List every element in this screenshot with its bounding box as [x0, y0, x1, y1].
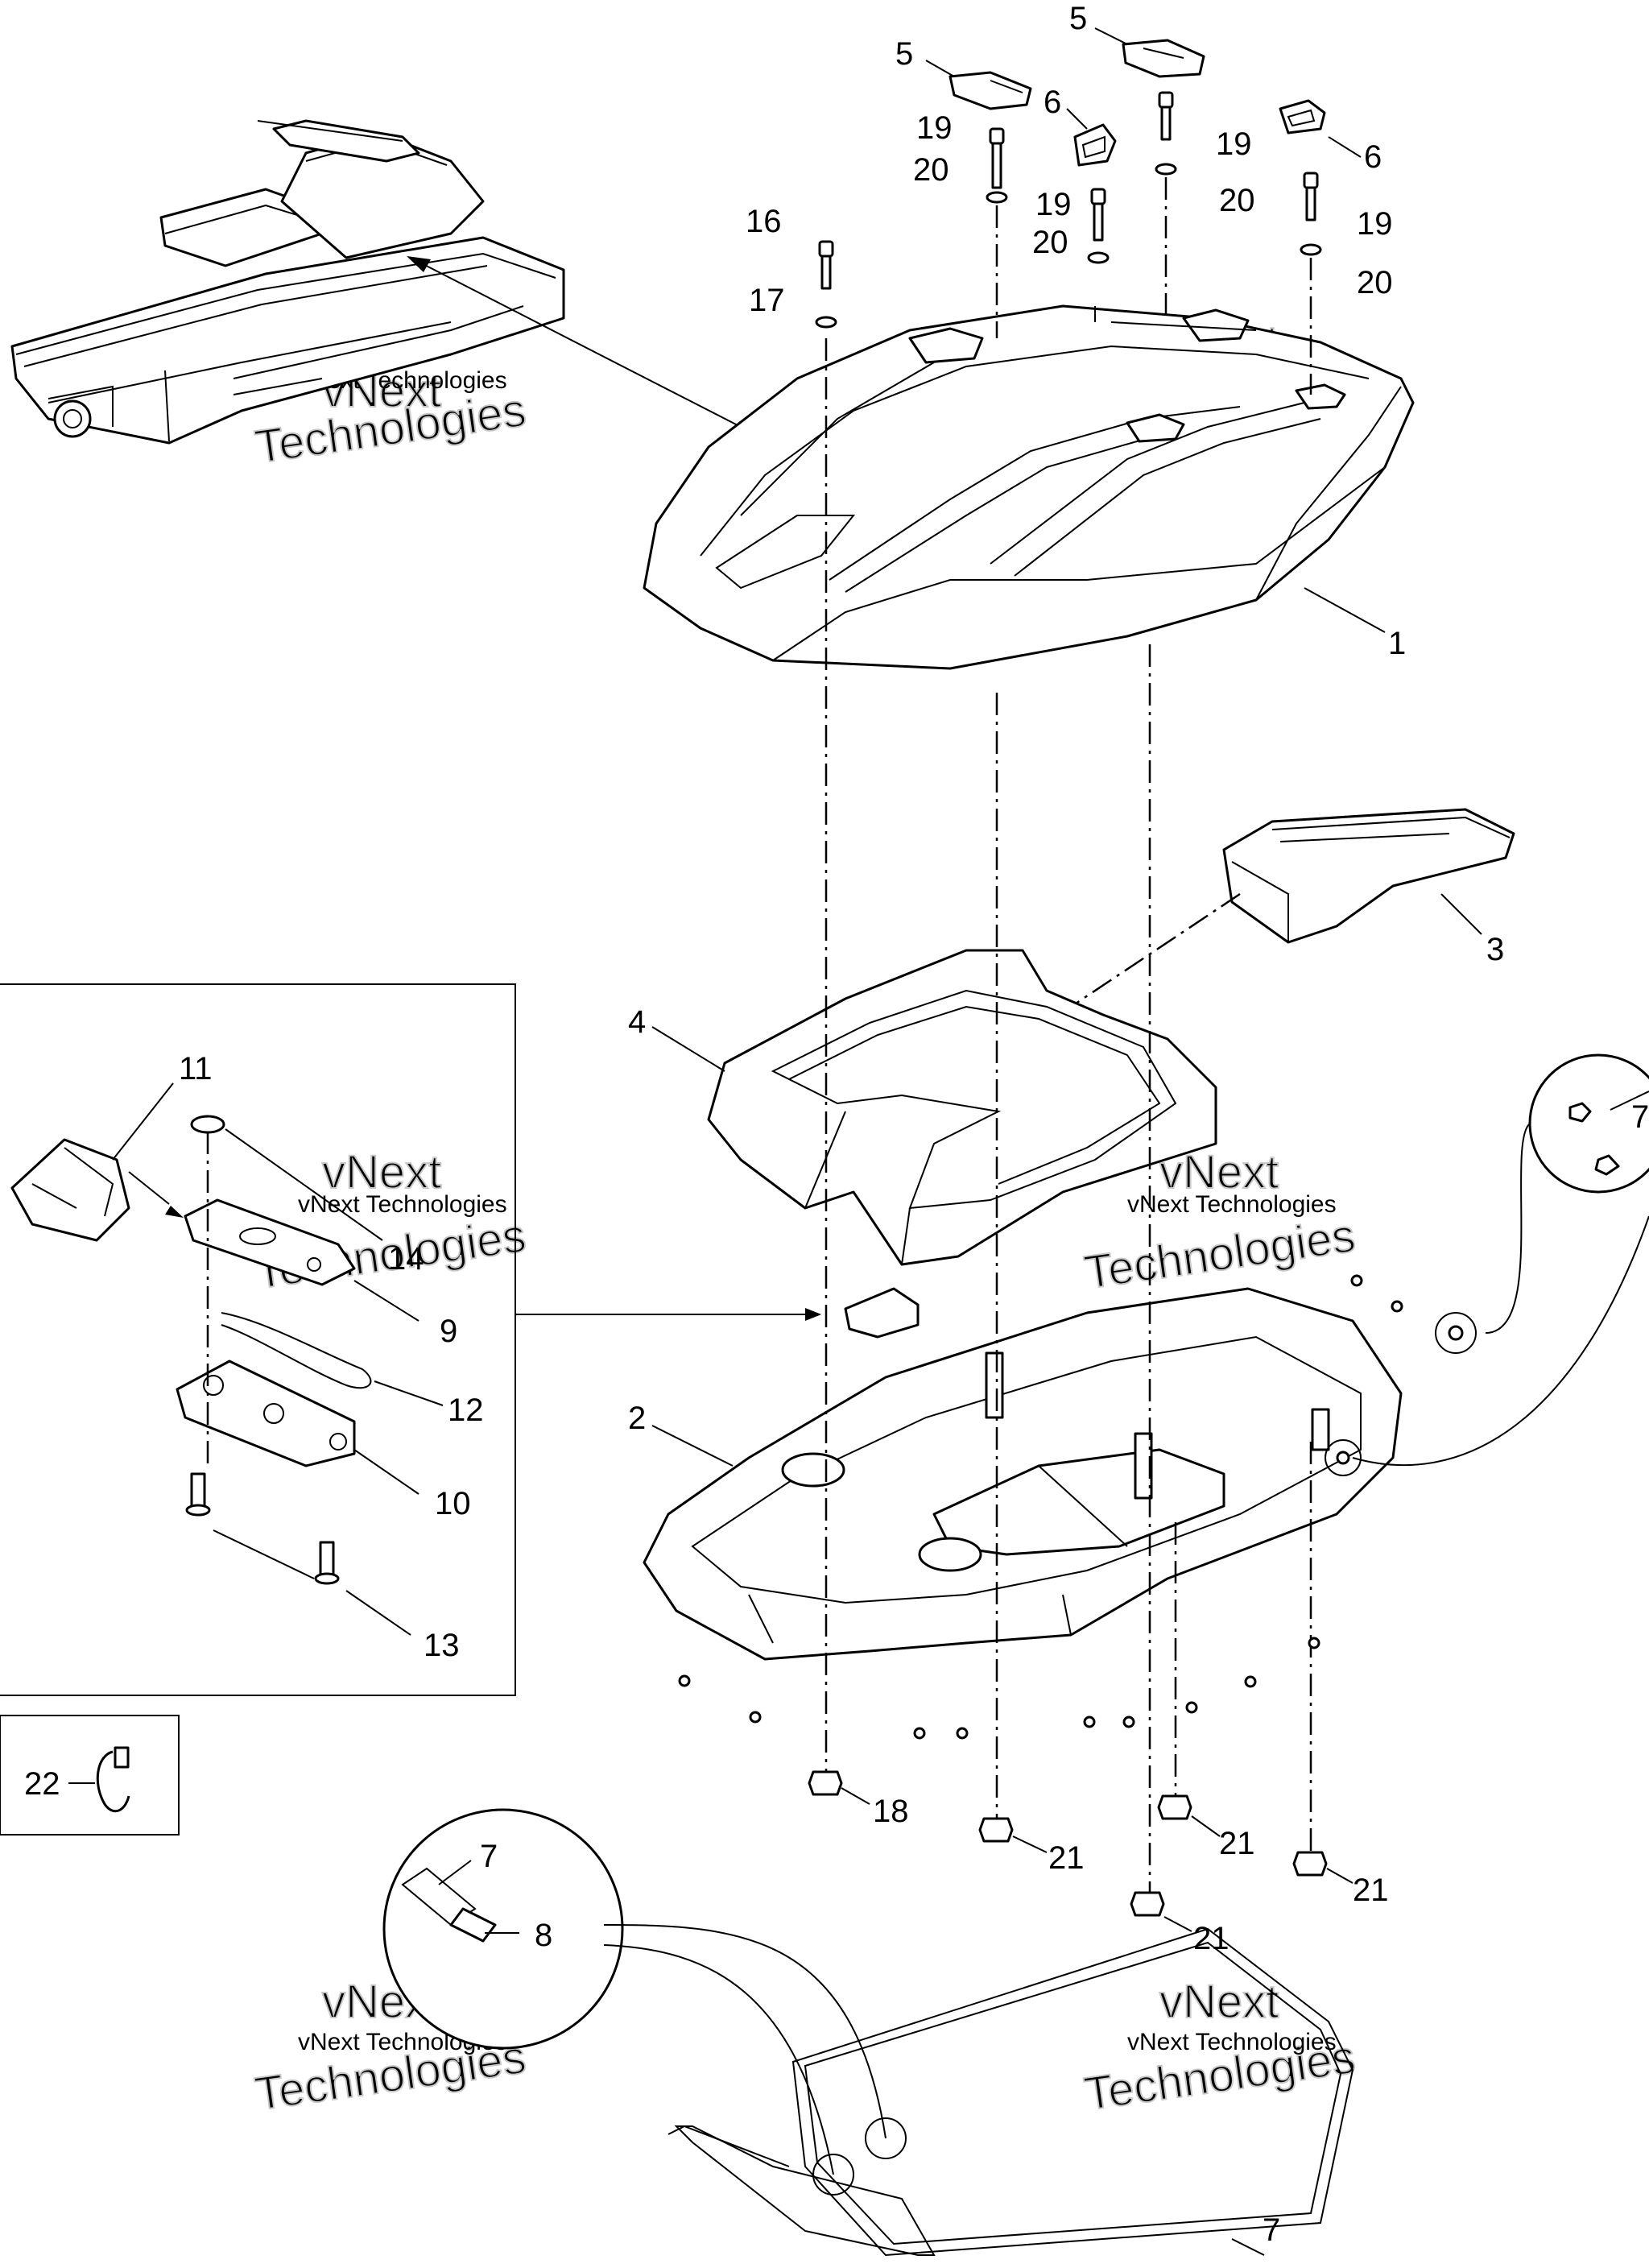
svg-text:vNext: vNext [1159, 1976, 1279, 2028]
callout-22: 22 [24, 1766, 60, 1802]
pan-fasteners [678, 1274, 1403, 1740]
callout-13: 13 [424, 1628, 460, 1663]
callout-19-d: 19 [1357, 206, 1393, 242]
callout-numbers: 5 5 6 6 19 19 19 19 20 20 20 20 16 17 1 … [24, 1, 1649, 2248]
callout-5-right: 5 [1069, 1, 1087, 36]
part-6-grip-left [1066, 108, 1117, 167]
callout-20-d: 20 [1357, 265, 1393, 300]
bolt-19-c [1087, 188, 1110, 264]
seal-detail-circle [382, 1808, 886, 2175]
callout-21-a: 21 [1048, 1840, 1085, 1876]
callout-7-right: 7 [1631, 1099, 1649, 1135]
callout-16: 16 [746, 204, 782, 239]
part-2-lower-pan [643, 1287, 1403, 1661]
detail-circle-rivets [1325, 1053, 1649, 1476]
callout-7-detail: 7 [480, 1839, 498, 1874]
inset-latch-assembly [0, 983, 821, 1696]
part-4-liner [651, 949, 1217, 1266]
callout-20-c: 20 [1032, 225, 1068, 260]
callout-18: 18 [873, 1794, 909, 1829]
callout-21-b: 21 [1219, 1826, 1255, 1861]
callout-20-b: 20 [1219, 183, 1255, 218]
callout-7-seal: 7 [1263, 2212, 1280, 2248]
callout-17: 17 [749, 283, 785, 318]
callout-1: 1 [1388, 626, 1406, 661]
bolt-19-b [1155, 91, 1177, 318]
callout-4: 4 [628, 1004, 646, 1040]
svg-text:Technologies: Technologies [1081, 1209, 1358, 1298]
part-5-handle-right [1094, 27, 1205, 78]
callout-11: 11 [179, 1051, 213, 1086]
part-1-engine-cover [643, 304, 1415, 670]
inset-clamp [0, 1715, 180, 1836]
svg-text:vNext Technologies: vNext Technologies [298, 1191, 507, 1218]
part-7-seal [667, 1927, 1354, 2257]
part-6-grip-right [1279, 99, 1362, 158]
bolt-19-a [986, 127, 1008, 338]
callout-19-c: 19 [1035, 187, 1072, 222]
callout-21-d: 21 [1193, 1921, 1230, 1956]
callout-2: 2 [628, 1401, 646, 1436]
watermark-bottom-right: vNext Technologies vNext Technologies [1081, 1975, 1359, 2121]
callout-10: 10 [435, 1486, 471, 1521]
nut-21-a [978, 1817, 1048, 1853]
svg-text:vNext Technologies: vNext Technologies [1127, 1191, 1337, 1218]
callout-12: 12 [448, 1393, 484, 1428]
callout-14: 14 [388, 1241, 424, 1277]
nut-21-c [1292, 1851, 1354, 1884]
nut-21-b [1157, 1794, 1221, 1837]
part-5-handle-left [925, 60, 1032, 110]
svg-text:vNext: vNext [322, 1146, 441, 1198]
callout-19-a: 19 [916, 110, 953, 146]
callout-9: 9 [440, 1314, 457, 1349]
bolt-19-d [1300, 172, 1322, 395]
nut-21-d [1130, 1891, 1192, 1932]
svg-text:vNext Technologies: vNext Technologies [1127, 2029, 1337, 2055]
callout-8: 8 [535, 1918, 552, 1953]
callout-21-c: 21 [1353, 1873, 1389, 1908]
part-3-trim [1070, 808, 1515, 1008]
callout-6-left: 6 [1044, 85, 1061, 120]
callout-5-left: 5 [895, 36, 913, 72]
callout-19-b: 19 [1216, 126, 1252, 162]
callout-6-right: 6 [1364, 139, 1382, 175]
watercraft-locator-drawing [10, 119, 742, 445]
nut-18 [808, 1770, 870, 1805]
callout-20-a: 20 [913, 152, 949, 188]
bolt-16 [815, 240, 837, 329]
callout-3: 3 [1486, 932, 1504, 967]
